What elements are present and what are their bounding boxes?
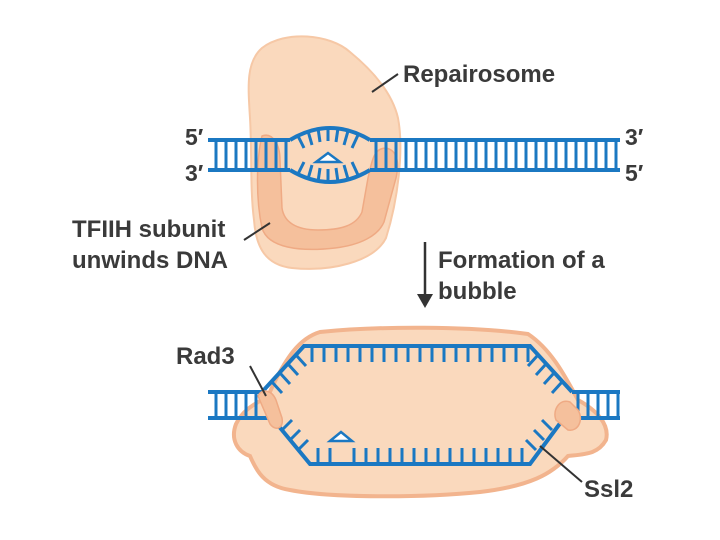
repairosome-leader-line bbox=[371, 73, 399, 93]
dna-rungs-bottom-left bbox=[214, 392, 258, 418]
tfiih-label-line1: TFIIH subunit bbox=[72, 216, 225, 243]
dna-rungs-bottom-right bbox=[576, 392, 620, 418]
ssl2-helicase bbox=[554, 400, 582, 431]
strand-right-bottom-label: 5′ bbox=[625, 160, 644, 186]
strand-right-top-label: 3′ bbox=[625, 124, 644, 150]
transition-label-line1: Formation of a bbox=[438, 247, 605, 274]
bottom-panel: Rad3 Ssl2 bbox=[176, 325, 633, 503]
dna-lesion-marker-bottom bbox=[326, 430, 356, 443]
strand-left-top-label: 5′ bbox=[185, 124, 204, 150]
tfiih-leader-line bbox=[243, 222, 271, 241]
repairosome-label: Repairosome bbox=[403, 61, 555, 88]
tfiih-subunit bbox=[256, 134, 399, 251]
top-panel: Repairosome 5′ 3′ 3′ 5′ TFIIH subunit un… bbox=[72, 35, 644, 274]
transition-label-line2: bubble bbox=[438, 278, 517, 305]
rad3-label: Rad3 bbox=[176, 343, 235, 370]
ssl2-leader-line bbox=[539, 445, 583, 483]
dna-lesion-marker-top bbox=[312, 151, 344, 164]
dna-bases-top-strand bbox=[270, 346, 564, 395]
tfiih-label-line2: unwinds DNA bbox=[72, 247, 228, 274]
dna-bases-bottom-strand bbox=[280, 418, 554, 464]
strand-left-bottom-label: 3′ bbox=[185, 160, 204, 186]
dna-rungs-bubble bbox=[296, 127, 360, 183]
ssl2-label: Ssl2 bbox=[584, 476, 633, 503]
down-arrow-head bbox=[417, 294, 433, 308]
dna-duplex-top bbox=[208, 126, 620, 184]
dna-rungs-left bbox=[214, 140, 288, 170]
transition: Formation of a bubble bbox=[417, 242, 605, 308]
rad3-leader-line bbox=[249, 365, 267, 397]
dna-rungs-right bbox=[374, 140, 618, 170]
repairosome-protein-bottom bbox=[231, 325, 609, 499]
dna-bubble bbox=[208, 344, 620, 466]
